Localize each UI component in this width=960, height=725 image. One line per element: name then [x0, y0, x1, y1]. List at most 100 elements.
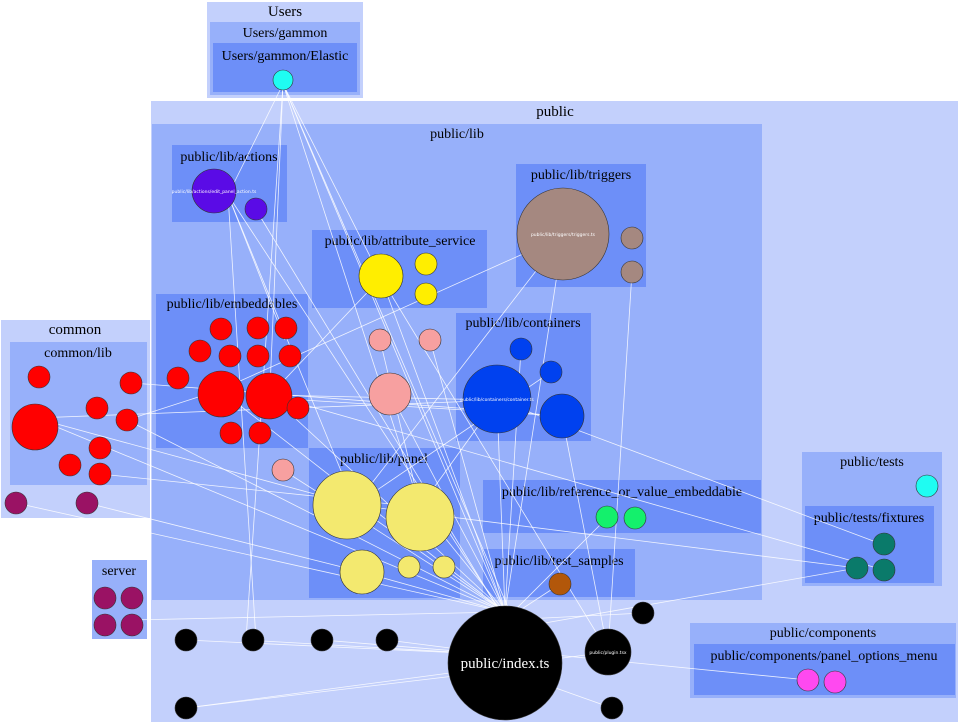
- node-actions-edit-panel[interactable]: [191, 168, 237, 214]
- node-lib-pink-main[interactable]: [368, 372, 412, 416]
- node-panel-medium[interactable]: [339, 549, 385, 595]
- node-container-label: public/lib/containers/container.ts: [460, 397, 534, 403]
- node-public-file[interactable]: [600, 696, 624, 720]
- cluster-public-lib-triggers-label: public/lib/triggers: [531, 168, 631, 183]
- cluster-public-tests-fixtures: [805, 506, 934, 583]
- node-reference-or-value-2[interactable]: [623, 506, 647, 530]
- edge: [361, 571, 506, 613]
- node-server[interactable]: [120, 613, 144, 637]
- node-attribute-service-main[interactable]: [358, 253, 404, 299]
- node-embeddable[interactable]: [246, 344, 270, 368]
- edge: [282, 83, 506, 613]
- node-panel-small-1[interactable]: [397, 555, 421, 579]
- node-panel-options-menu[interactable]: [823, 670, 847, 694]
- edge: [269, 83, 284, 389]
- node-server[interactable]: [120, 586, 144, 610]
- cluster-public-lib-attribute-service-label: public/lib/attribute_service: [325, 234, 476, 249]
- node-embeddable[interactable]: [209, 317, 233, 341]
- node-triggers-small-1[interactable]: [620, 226, 644, 250]
- node-index[interactable]: [447, 605, 563, 721]
- node-public-file[interactable]: [375, 628, 399, 652]
- cluster-server-label: server: [102, 564, 137, 579]
- node-public-file[interactable]: [174, 696, 198, 720]
- node-containers-small-1[interactable]: [509, 337, 533, 361]
- edge: [86, 502, 363, 573]
- cluster-users-gammon-elastic-label: Users/gammon/Elastic: [222, 49, 349, 64]
- node-panel-main-2[interactable]: [385, 482, 455, 552]
- node-embeddable[interactable]: [166, 366, 190, 390]
- node-actions-small[interactable]: [244, 197, 268, 221]
- cluster-common-lib-label: common/lib: [44, 346, 112, 361]
- cluster-public-components-panel-options-menu: [694, 644, 955, 695]
- node-test-samples[interactable]: [548, 572, 572, 596]
- node-common[interactable]: [75, 491, 99, 515]
- cluster-users-label: Users: [268, 4, 302, 20]
- node-triggers-label: public/lib/triggers/triggers.ts: [531, 232, 596, 238]
- node-containers-small-2[interactable]: [539, 360, 563, 384]
- node-public-file[interactable]: [241, 628, 265, 652]
- node-common-lib[interactable]: [58, 453, 82, 477]
- node-embeddable[interactable]: [286, 396, 310, 420]
- node-server[interactable]: [93, 586, 117, 610]
- node-embeddable[interactable]: [188, 339, 212, 363]
- node-tests-fixture[interactable]: [872, 558, 896, 582]
- edge: [504, 516, 609, 621]
- node-embeddable-main-2[interactable]: [245, 372, 293, 420]
- node-embeddable[interactable]: [219, 421, 243, 445]
- node-panel-options-menu[interactable]: [796, 668, 820, 692]
- node-common-lib[interactable]: [88, 436, 112, 460]
- node-lib-pink-1[interactable]: [368, 328, 392, 352]
- edge: [227, 194, 257, 641]
- node-common-lib[interactable]: [88, 462, 112, 486]
- node-common-lib[interactable]: [115, 408, 139, 432]
- cluster-public-lib-containers-label: public/lib/containers: [465, 316, 580, 331]
- node-lib-pink-3[interactable]: [271, 458, 295, 482]
- node-lib-pink-2[interactable]: [418, 328, 442, 352]
- edge: [504, 235, 564, 613]
- node-embeddable[interactable]: [274, 316, 298, 340]
- node-embeddable-main-1[interactable]: [197, 370, 245, 418]
- node-tests-fixture[interactable]: [872, 532, 896, 556]
- node-index-label: public/index.ts: [461, 656, 550, 672]
- node-triggers-main[interactable]: [516, 187, 610, 281]
- node-containers-secondary[interactable]: [539, 393, 585, 439]
- node-containers-main[interactable]: [462, 364, 532, 434]
- node-embeddable[interactable]: [248, 421, 272, 445]
- cluster-public-components-panel-options-menu-label: public/components/panel_options_menu: [710, 649, 937, 664]
- node-triggers-small-2[interactable]: [620, 260, 644, 284]
- node-public-file[interactable]: [631, 601, 655, 625]
- node-actions-label: public/lib/actions/edit_panel_action.ts: [172, 189, 257, 195]
- node-attribute-service-small-2[interactable]: [414, 282, 438, 306]
- node-panel-main-1[interactable]: [312, 470, 382, 540]
- node-common-lib[interactable]: [119, 371, 143, 395]
- edge: [254, 207, 506, 621]
- node-public-file[interactable]: [310, 628, 334, 652]
- edge: [354, 504, 506, 613]
- node-common[interactable]: [4, 491, 28, 515]
- node-tests[interactable]: [915, 474, 939, 498]
- cluster-users-gammon-label: Users/gammon: [243, 26, 328, 41]
- edge: [269, 394, 885, 571]
- node-common-lib[interactable]: [27, 365, 51, 389]
- cluster-common-label: common: [49, 322, 102, 338]
- edge: [496, 399, 506, 613]
- edge: [15, 502, 506, 613]
- node-tests-fixture[interactable]: [845, 556, 869, 580]
- cluster-public-components-label: public/components: [770, 626, 877, 641]
- node-plugin[interactable]: [584, 628, 632, 676]
- node-server[interactable]: [93, 613, 117, 637]
- node-embeddable[interactable]: [218, 344, 242, 368]
- node-panel-small-2[interactable]: [432, 555, 456, 579]
- node-common-lib-main[interactable]: [11, 403, 59, 451]
- edge: [282, 83, 421, 508]
- node-embeddable[interactable]: [246, 316, 270, 340]
- cluster-public-lib-actions-label: public/lib/actions: [180, 150, 277, 165]
- node-public-file[interactable]: [174, 628, 198, 652]
- node-attribute-service-small-1[interactable]: [414, 252, 438, 276]
- edge: [379, 339, 421, 508]
- cluster-public-lib-reference-or-value: [483, 480, 761, 533]
- node-common-lib[interactable]: [85, 396, 109, 420]
- node-embeddable[interactable]: [278, 344, 302, 368]
- node-elastic[interactable]: [272, 69, 294, 91]
- node-reference-or-value-1[interactable]: [595, 505, 619, 529]
